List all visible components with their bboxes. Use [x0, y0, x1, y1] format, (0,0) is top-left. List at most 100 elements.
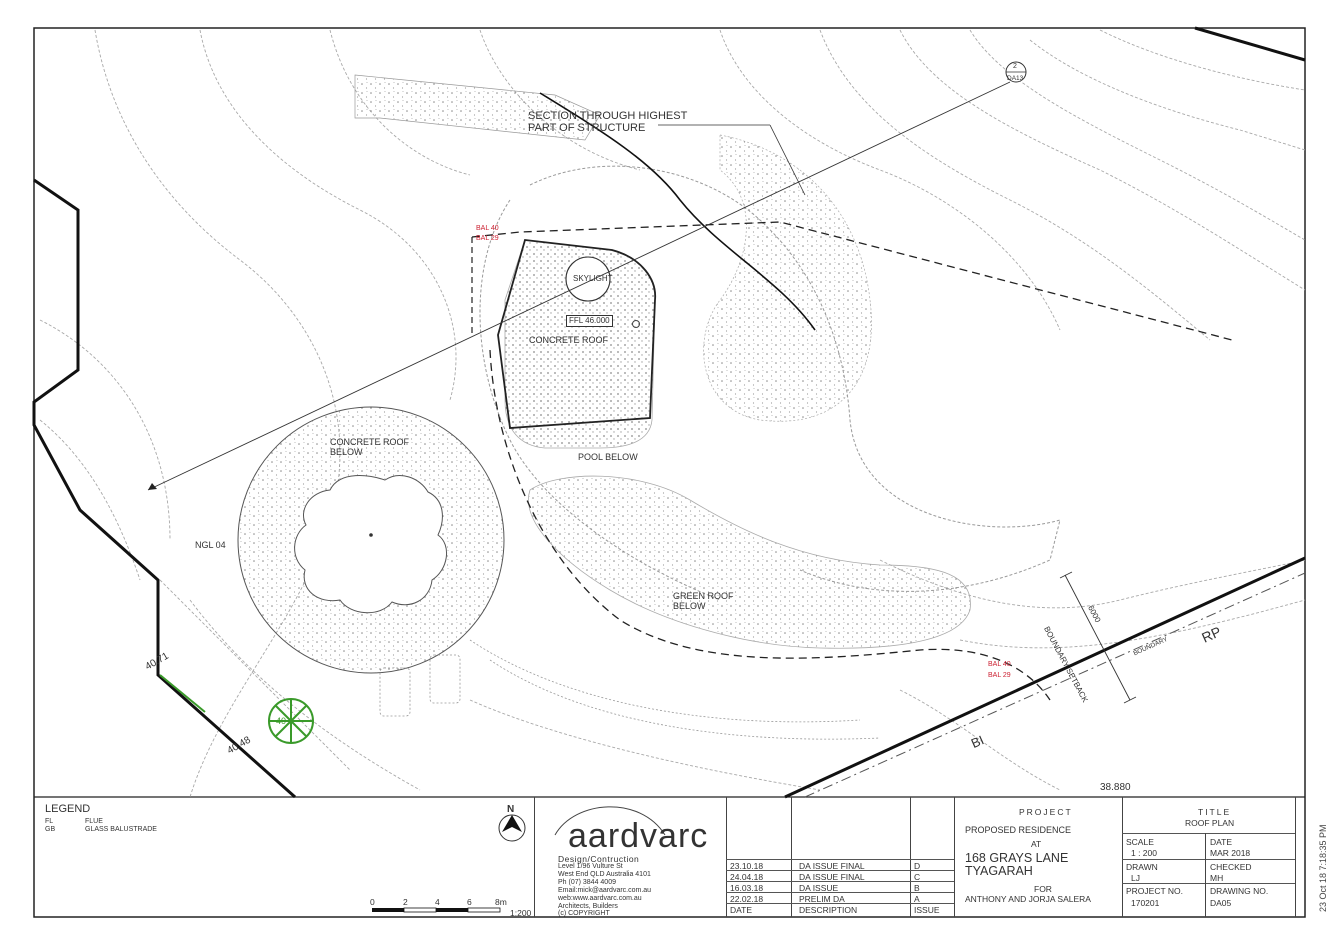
- company-address-0: Level 1/96 Vulture St: [558, 863, 623, 870]
- legend-desc-fl: FLUE: [85, 818, 103, 825]
- project-address-2: TYAGARAH: [965, 864, 1033, 878]
- concrete-roof-below-label-1: CONCRETE ROOF: [330, 437, 410, 447]
- section-line: [147, 61, 1027, 491]
- drawing-no-value: DA05: [1210, 898, 1232, 908]
- company-address-5: Architects, Builders: [558, 903, 618, 910]
- road-boundary: [784, 556, 1306, 799]
- bal40-top-label: BAL 40: [476, 225, 499, 232]
- scale-value: 1 : 200: [1131, 848, 1157, 858]
- flue-icon: [632, 320, 640, 328]
- north-label: N: [507, 804, 515, 815]
- project-heading: PROJECT: [1019, 807, 1073, 817]
- scale-label: SCALE: [1126, 837, 1154, 847]
- house-shell: [529, 165, 1061, 592]
- project-at: AT: [1031, 839, 1042, 849]
- project-for: FOR: [1034, 884, 1052, 894]
- company-address-4: web:www.aardvarc.com.au: [558, 895, 642, 902]
- green-roof-label-1: GREEN ROOF: [673, 591, 734, 601]
- tree-level-label: 40: [276, 716, 287, 726]
- drawn-label: DRAWN: [1126, 862, 1158, 872]
- company-address-6: (c) COPYRIGHT: [558, 910, 610, 917]
- concrete-roof-below-label-2: BELOW: [330, 447, 363, 457]
- company-tagline: Design/Contruction: [558, 854, 640, 864]
- section-label-line2: PART OF STRUCTURE: [528, 122, 646, 134]
- bal-dashed-arc: [489, 349, 1051, 701]
- ngl-label: NGL 04: [195, 540, 226, 550]
- checked-value: MH: [1210, 873, 1224, 883]
- contour-lines: [39, 29, 1306, 798]
- skylight-label: SKYLIGHT: [573, 274, 613, 283]
- green-roof-label-2: BELOW: [673, 601, 706, 611]
- scale-ratio: 1:200: [510, 908, 532, 918]
- company-address-3: Email:mick@aardvarc.com.au: [558, 887, 652, 894]
- project-no-label: PROJECT NO.: [1126, 886, 1183, 896]
- project-no-value: 170201: [1131, 898, 1160, 908]
- rev-desc-0: DA ISSUE FINAL: [799, 861, 865, 871]
- checked-label: CHECKED: [1210, 862, 1252, 872]
- rev-date-0: 23.10.18: [730, 861, 764, 871]
- company-address-2: Ph (07) 3844 4009: [558, 879, 616, 886]
- section-label-line1: SECTION THROUGH HIGHEST: [528, 110, 688, 122]
- tree-symbol: [268, 698, 314, 744]
- landscape-band: [703, 134, 872, 422]
- roof-outline: [497, 239, 656, 429]
- rev-head-desc: DESCRIPTION: [799, 905, 858, 915]
- project-address-1: 168 GRAYS LANE: [965, 851, 1069, 865]
- date-value: MAR 2018: [1210, 848, 1251, 858]
- title-name: ROOF PLAN: [1185, 818, 1235, 828]
- corner-level: 38.880: [1100, 782, 1131, 793]
- rev-issue-2: B: [914, 883, 920, 893]
- west-boundary: [32, 178, 296, 799]
- bal29-top-label: BAL 29: [476, 235, 499, 242]
- rev-desc-2: DA ISSUE: [799, 883, 839, 893]
- rev-issue-0: D: [914, 861, 921, 871]
- title-heading: TITLE: [1198, 807, 1232, 817]
- rev-date-1: 24.04.18: [730, 872, 764, 882]
- scale-tick-2: 2: [403, 897, 408, 907]
- path-hatch-top: [354, 74, 601, 141]
- green-roof-shape: [528, 475, 971, 649]
- sheet-border: [33, 27, 1306, 918]
- scale-tick-0: 0: [370, 897, 375, 907]
- project-type: PROPOSED RESIDENCE: [965, 825, 1072, 835]
- project-client: ANTHONY AND JORJA SALERA: [965, 894, 1091, 904]
- legend-desc-gb: GLASS BALUSTRADE: [85, 826, 157, 833]
- rev-issue-1: C: [914, 872, 921, 882]
- ffl-label: FFL 46.000: [566, 315, 613, 327]
- company-logo: aardvarc: [568, 817, 709, 855]
- bal29-bottom-label: BAL 29: [988, 672, 1011, 679]
- concrete-roof-label: CONCRETE ROOF: [529, 335, 609, 345]
- legend-code-fl: FL: [45, 818, 54, 825]
- drawing-no-label: DRAWING NO.: [1210, 886, 1269, 896]
- rev-head-issue: ISSUE: [914, 905, 940, 915]
- section-ref-sheet: DA13: [1007, 75, 1024, 82]
- rev-date-2: 16.03.18: [730, 883, 764, 893]
- skylight-circle: [565, 256, 611, 302]
- legend-code-gb: GB: [45, 826, 56, 833]
- drawn-value: LJ: [1131, 873, 1140, 883]
- date-label: DATE: [1210, 837, 1233, 847]
- print-stamp: 23 Oct 18 7:18:35 PM: [1318, 824, 1328, 912]
- scale-tick-4: 4: [435, 897, 440, 907]
- pool-below-label: POOL BELOW: [578, 452, 638, 462]
- car-bays: [379, 639, 881, 740]
- company-address-1: West End QLD Australia 4101: [558, 871, 651, 878]
- west-pavilion-courtyard: [294, 475, 447, 614]
- rev-date-3: 22.02.18: [730, 894, 764, 904]
- rev-desc-1: DA ISSUE FINAL: [799, 872, 865, 882]
- legend-title: LEGEND: [45, 803, 91, 815]
- north-boundary: [1194, 26, 1306, 62]
- bal40-bottom-label: BAL 40: [988, 661, 1011, 668]
- scale-tick-6: 6: [467, 897, 472, 907]
- section-ref-number: 2: [1013, 63, 1017, 70]
- ridge-line: [539, 92, 816, 331]
- rev-head-date: DATE: [730, 905, 753, 915]
- north-arrow-icon: [498, 814, 526, 842]
- title-block: LEGEND FL FLUE GB GLASS BALUSTRADE N 0 2…: [33, 797, 1305, 918]
- scale-tick-8: 8m: [495, 897, 507, 907]
- setback-dimension: [1059, 571, 1137, 704]
- scale-bar-graphic: [372, 907, 501, 913]
- logo-arc: [554, 806, 666, 836]
- rev-issue-3: A: [914, 894, 920, 904]
